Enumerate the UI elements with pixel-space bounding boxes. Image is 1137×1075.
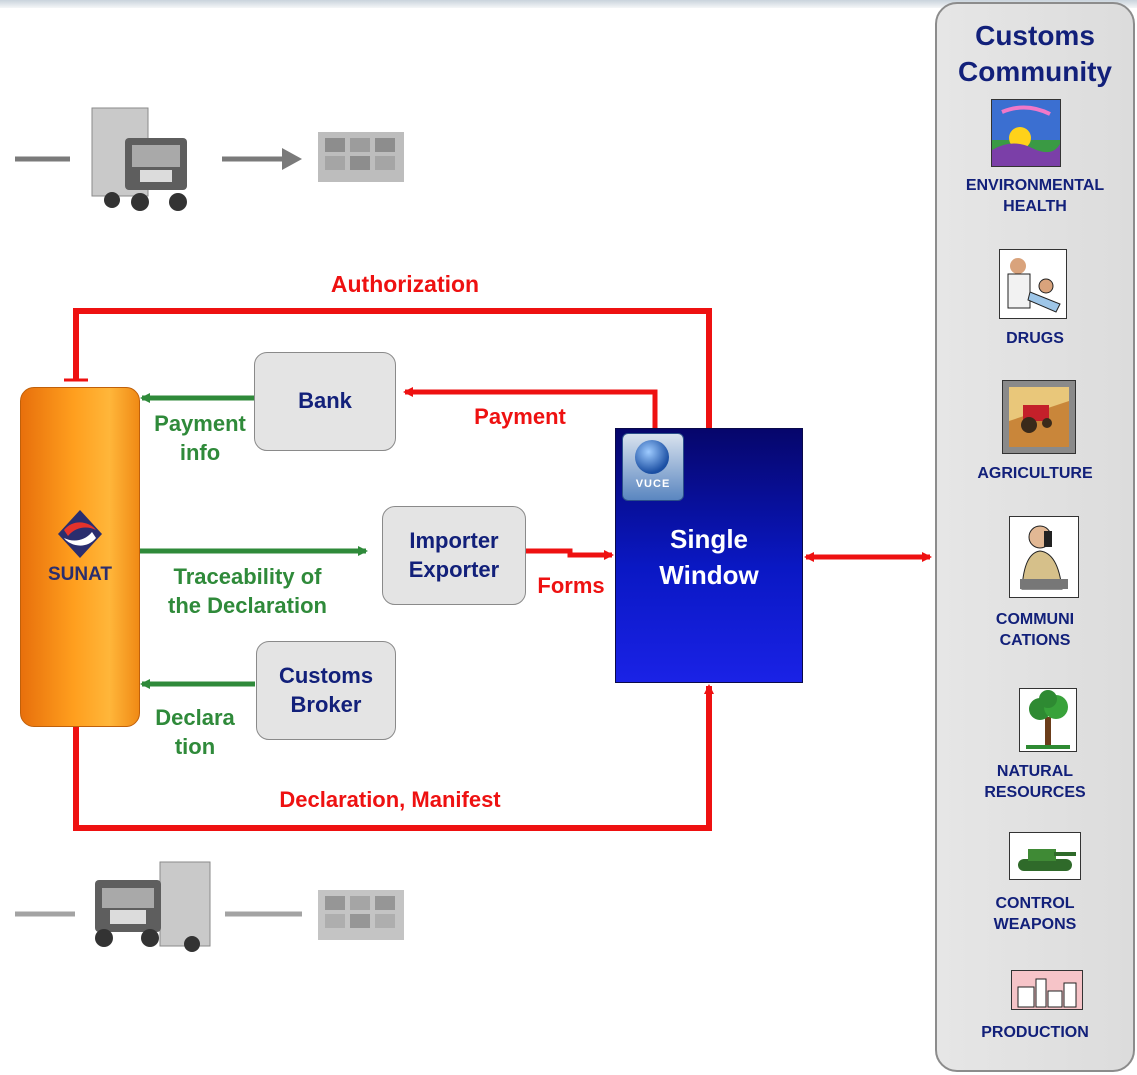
customs-community-title: Customs Community bbox=[958, 20, 1112, 87]
payment-label: Payment bbox=[474, 404, 566, 429]
globe-icon bbox=[635, 440, 669, 474]
bank-label: Bank bbox=[298, 388, 352, 414]
exporter-label: Exporter bbox=[408, 556, 500, 582]
container-ship-icon bbox=[318, 132, 404, 182]
declaration-manifest-connector bbox=[73, 684, 714, 831]
category-environmental-health: ENVIRONMENTAL HEALTH bbox=[965, 177, 1105, 215]
category-control-weapons: CONTROL WEAPONS bbox=[993, 895, 1077, 933]
tank-icon bbox=[1009, 832, 1081, 880]
category-agriculture: AGRICULTURE bbox=[977, 465, 1093, 482]
tree-icon bbox=[1019, 688, 1077, 752]
sunat-node: SUNAT bbox=[20, 387, 140, 727]
forms-label: Forms bbox=[537, 573, 605, 598]
doctor-icon bbox=[999, 249, 1067, 319]
customs-community-panel: Customs Community ENVIRONMENTAL HEALTH D… bbox=[935, 2, 1135, 1072]
top-gradient-bar bbox=[0, 0, 1137, 8]
sunat-logo-icon bbox=[58, 510, 102, 558]
authorization-label: Authorization bbox=[330, 271, 480, 297]
truck-icon bbox=[95, 861, 211, 952]
importer-label: Importer bbox=[409, 527, 499, 553]
tractor-icon bbox=[1002, 380, 1076, 454]
category-drugs: DRUGS bbox=[1006, 330, 1064, 347]
single-window-label: Single Window bbox=[616, 521, 802, 594]
broker-label-line1: Customs bbox=[278, 662, 374, 688]
category-communications: COMMUNI CATIONS bbox=[995, 611, 1075, 649]
factory-icon bbox=[1011, 970, 1083, 1010]
bank-node: Bank bbox=[254, 352, 396, 451]
payment-info-label: Payment info bbox=[154, 411, 246, 465]
vuce-label: VUCE bbox=[635, 478, 671, 490]
declaration-label: Declara tion bbox=[155, 705, 235, 759]
container-ship-icon bbox=[318, 890, 404, 940]
top-transport-row bbox=[15, 107, 404, 211]
vuce-logo: VUCE bbox=[622, 433, 684, 501]
category-natural-resources: NATURAL RESOURCES bbox=[984, 763, 1086, 801]
single-window-line2: Window bbox=[659, 560, 759, 591]
landscape-icon bbox=[991, 99, 1061, 167]
single-window-node: VUCE Single Window bbox=[615, 428, 803, 683]
authorization-connector bbox=[73, 308, 712, 428]
declaration-manifest-label: Declaration, Manifest bbox=[279, 787, 501, 812]
bottom-transport-row bbox=[15, 861, 404, 952]
truck-icon bbox=[91, 107, 187, 211]
broker-label-line2: Broker bbox=[290, 691, 362, 717]
category-production: PRODUCTION bbox=[981, 1024, 1089, 1041]
importer-exporter-node: Importer Exporter bbox=[382, 506, 526, 605]
payment-connector bbox=[403, 387, 658, 428]
sunat-label: SUNAT bbox=[47, 564, 113, 585]
customs-broker-node: Customs Broker bbox=[256, 641, 396, 740]
phone-user-icon bbox=[1009, 516, 1079, 598]
forms-arrow bbox=[525, 548, 614, 560]
traceability-label: Traceability of the Declaration bbox=[168, 564, 327, 618]
single-window-line1: Single bbox=[669, 524, 748, 554]
